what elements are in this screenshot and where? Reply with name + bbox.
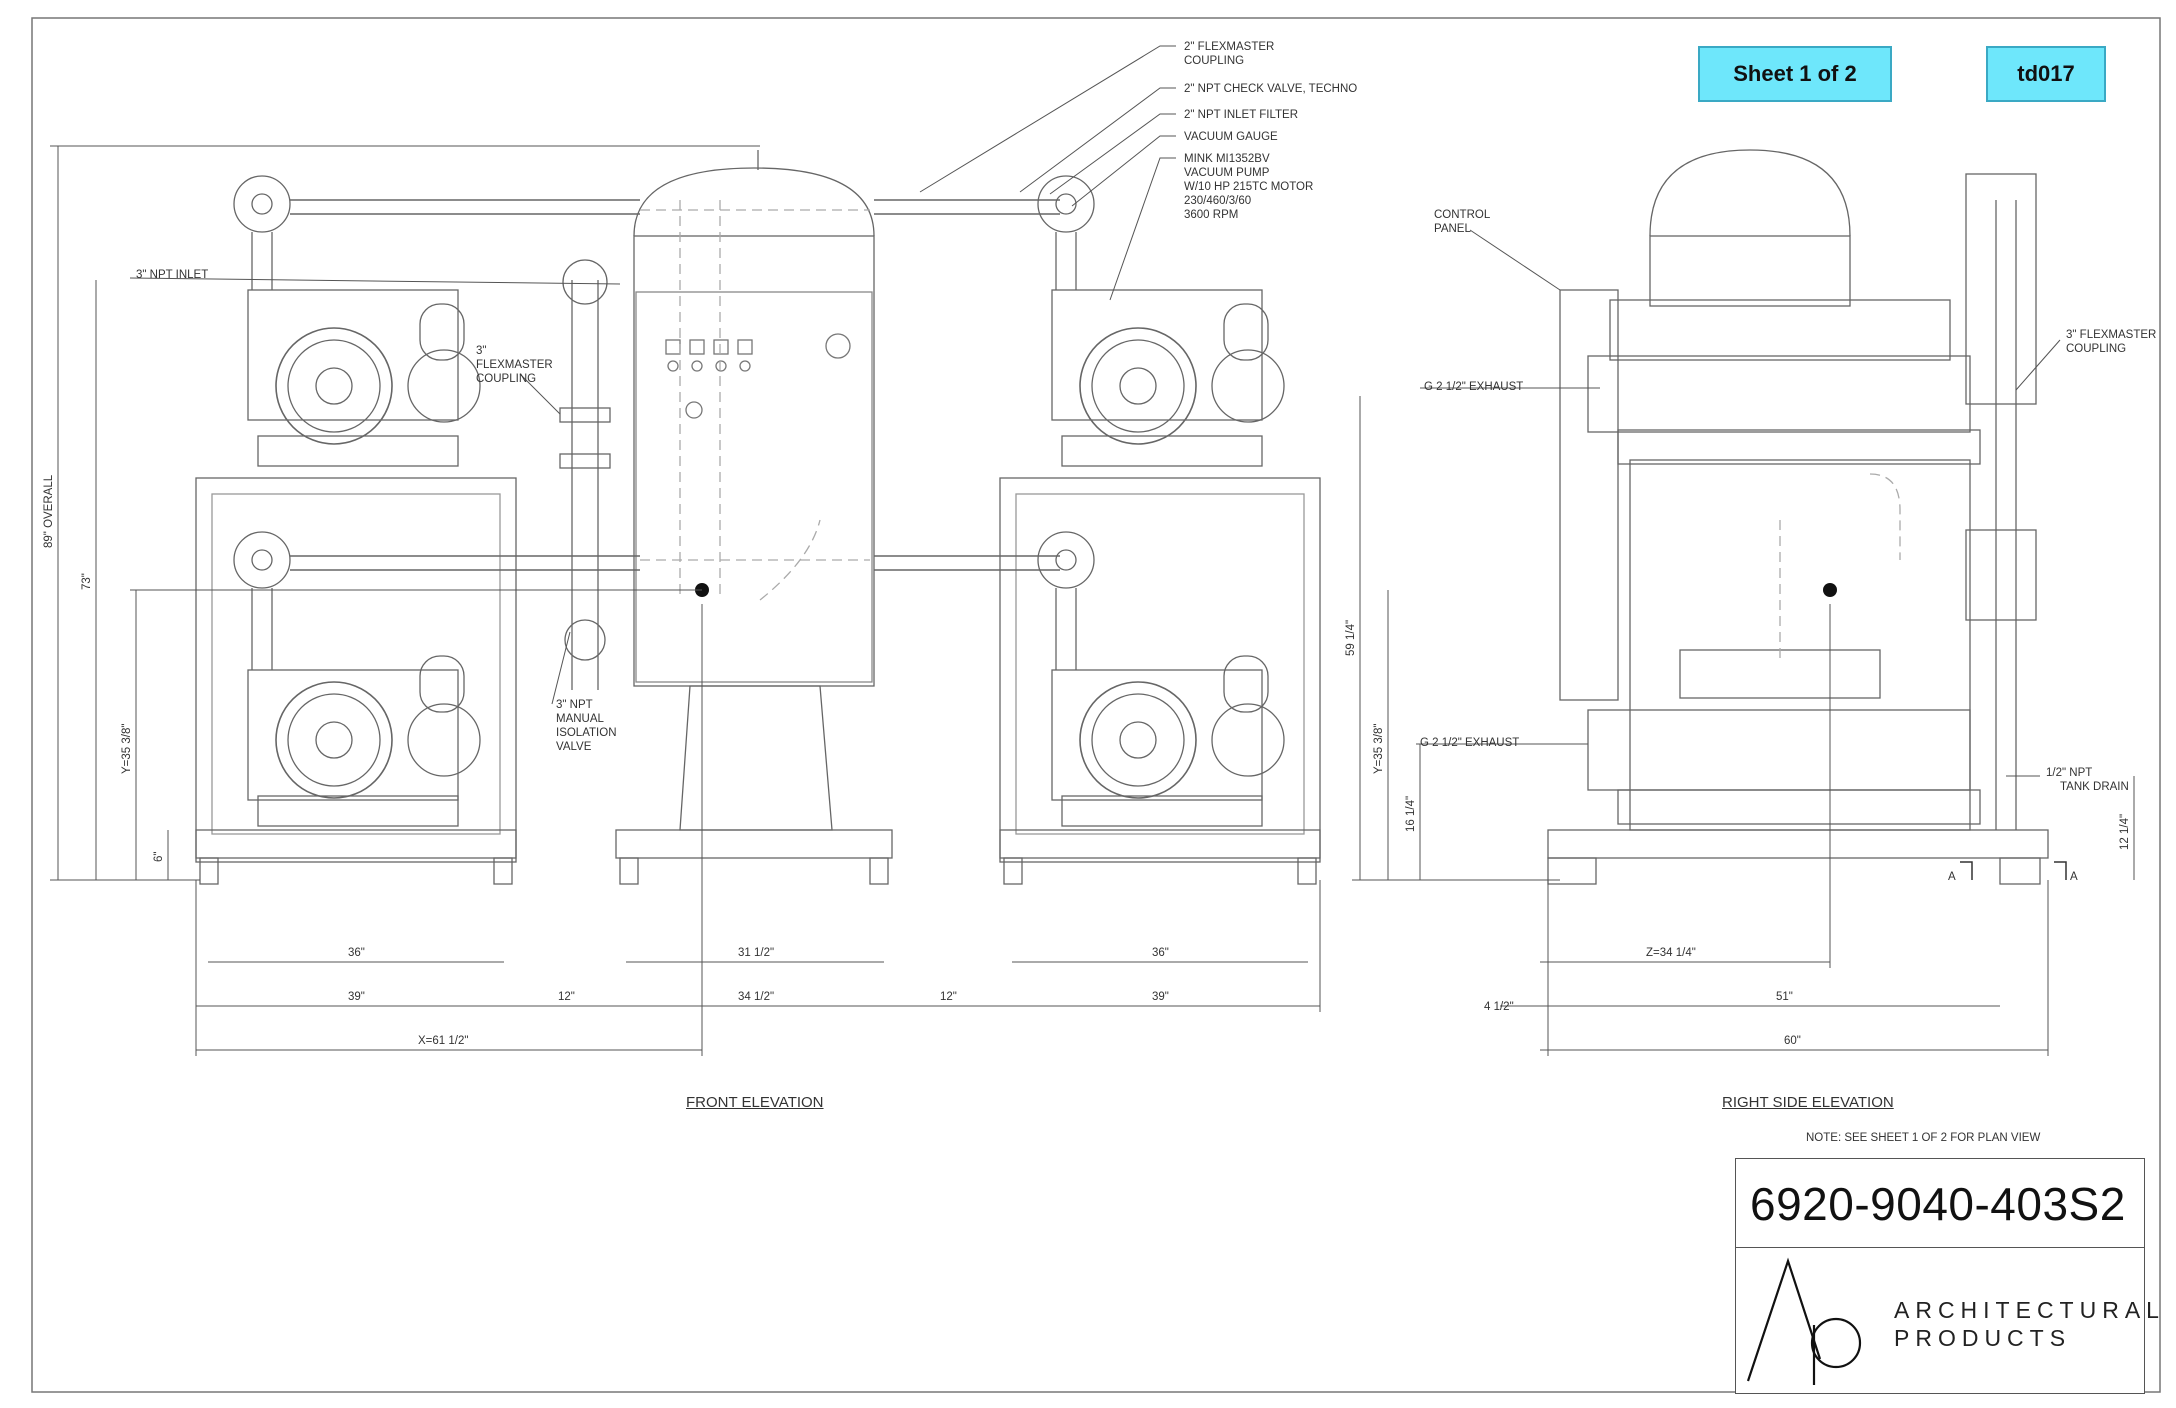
callout-flexmaster-2-line1: 2" FLEXMASTER bbox=[1184, 41, 1274, 53]
ap-logo-icon bbox=[1746, 1257, 1862, 1385]
dim-36-left: 36" bbox=[348, 947, 365, 959]
dim-overall-89: 89" OVERALL bbox=[43, 474, 55, 548]
dim-31-half: 31 1/2" bbox=[738, 947, 774, 959]
section-arrows bbox=[1960, 861, 2067, 880]
dim-y-side: Y=35 3/8" bbox=[1373, 724, 1385, 774]
centerline-dot-side bbox=[1823, 583, 1837, 597]
dim-12-right: 12" bbox=[940, 991, 957, 1003]
callout-pump-line5: 3600 RPM bbox=[1184, 209, 1238, 221]
dimension-lines bbox=[50, 145, 2135, 1056]
callout-flexmaster-3-front-line2: FLEXMASTER bbox=[476, 359, 553, 371]
callout-flexmaster-3-front-line3: COUPLING bbox=[476, 373, 536, 385]
drawing-id-badge: td017 bbox=[1986, 46, 2106, 102]
dim-51: 51" bbox=[1776, 991, 1793, 1003]
callout-control-panel-line2: PANEL bbox=[1434, 223, 1471, 235]
callout-tank-drain-line2: TANK DRAIN bbox=[2060, 781, 2129, 793]
dim-12-left: 12" bbox=[558, 991, 575, 1003]
dim-39-left: 39" bbox=[348, 991, 365, 1003]
dim-6: 6" bbox=[153, 852, 165, 862]
dim-4-half: 4 1/2" bbox=[1484, 1001, 1514, 1013]
callout-pump-line4: 230/460/3/60 bbox=[1184, 195, 1251, 207]
right-side-elevation bbox=[1547, 149, 2049, 885]
brand-line1: ARCHITECTURAL bbox=[1894, 1297, 2165, 1323]
callout-iso-valve-line1: 3" NPT bbox=[556, 699, 593, 711]
dim-z-side: Z=34 1/4" bbox=[1646, 947, 1696, 959]
drawing-number: 6920-9040-403S2 bbox=[1750, 1178, 2126, 1230]
plan-view-note: NOTE: SEE SHEET 1 OF 2 FOR PLAN VIEW bbox=[1806, 1132, 2041, 1144]
callout-flexmaster-2-line2: COUPLING bbox=[1184, 55, 1244, 67]
dim-x-total: X=61 1/2" bbox=[418, 1035, 468, 1047]
callout-flexmaster-3-front-line1: 3" bbox=[476, 345, 486, 357]
front-elevation-label: FRONT ELEVATION bbox=[686, 1094, 824, 1111]
dim-36-right: 36" bbox=[1152, 947, 1169, 959]
callout-leaders bbox=[129, 45, 2061, 777]
callout-control-panel-line1: CONTROL bbox=[1434, 209, 1491, 221]
callout-tank-drain-line1: 1/2" NPT bbox=[2046, 767, 2092, 779]
dim-60: 60" bbox=[1784, 1035, 1801, 1047]
dim-73: 73" bbox=[81, 573, 93, 590]
dim-y-front: Y=35 3/8" bbox=[121, 724, 133, 774]
callout-iso-valve-line3: ISOLATION bbox=[556, 727, 617, 739]
title-block-divider bbox=[1736, 1247, 2144, 1248]
dim-39-right: 39" bbox=[1152, 991, 1169, 1003]
dim-34-half: 34 1/2" bbox=[738, 991, 774, 1003]
sheet-border bbox=[31, 17, 2161, 1393]
callout-pump-line1: MINK MI1352BV bbox=[1184, 153, 1270, 165]
callout-flexmaster-3-side-line2: COUPLING bbox=[2066, 343, 2126, 355]
callout-npt-inlet: 3" NPT INLET bbox=[136, 269, 208, 281]
callout-pump-line2: VACUUM PUMP bbox=[1184, 167, 1270, 179]
callout-iso-valve-line4: VALVE bbox=[556, 741, 592, 753]
right-side-elevation-label: RIGHT SIDE ELEVATION bbox=[1722, 1094, 1894, 1111]
front-elevation bbox=[195, 150, 1321, 885]
callout-vacuum-gauge: VACUUM GAUGE bbox=[1184, 131, 1278, 143]
title-block: 6920-9040-403S2 ARCHITECTURAL PRODUCTS bbox=[1735, 1158, 2159, 1394]
section-marker-right: A bbox=[2070, 871, 2078, 883]
callout-flexmaster-3-side-line1: 3" FLEXMASTER bbox=[2066, 329, 2156, 341]
sheet-badge: Sheet 1 of 2 bbox=[1698, 46, 1892, 102]
callout-exhaust-lower: G 2 1/2" EXHAUST bbox=[1420, 737, 1519, 749]
callout-text: 2" FLEXMASTER COUPLING 2" NPT CHECK VALV… bbox=[136, 41, 2156, 883]
dimension-text: 89" OVERALL 73" Y=35 3/8" 6" 36" 39" 12"… bbox=[43, 474, 2131, 1047]
callout-iso-valve-line2: MANUAL bbox=[556, 713, 605, 725]
dim-59-quarter: 59 1/4" bbox=[1345, 620, 1357, 656]
dim-16-quarter: 16 1/4" bbox=[1405, 796, 1417, 832]
dim-12-quarter: 12 1/4" bbox=[2119, 814, 2131, 850]
brand-line2: PRODUCTS bbox=[1894, 1325, 2072, 1351]
callout-check-valve: 2" NPT CHECK VALVE, TECHNO bbox=[1184, 83, 1357, 95]
callout-pump-line3: W/10 HP 215TC MOTOR bbox=[1184, 181, 1313, 193]
callout-inlet-filter: 2" NPT INLET FILTER bbox=[1184, 109, 1298, 121]
section-marker-left: A bbox=[1948, 871, 1956, 883]
callout-exhaust-upper: G 2 1/2" EXHAUST bbox=[1424, 381, 1523, 393]
